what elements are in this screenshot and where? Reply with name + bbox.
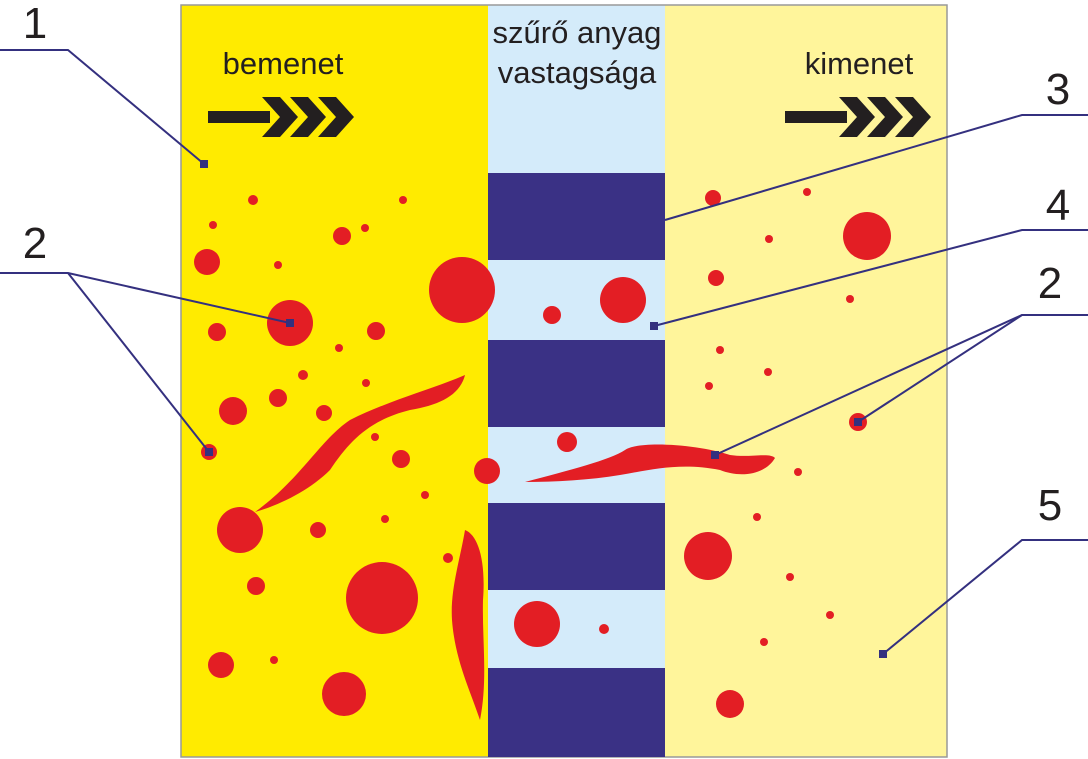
callout-3: 3	[664, 65, 1088, 221]
output-zone	[665, 5, 947, 757]
callout-number: 5	[1038, 481, 1062, 530]
filter-block	[488, 340, 665, 427]
callout-1: 1	[0, 0, 208, 168]
filter-label-line1: szűrő anyag	[493, 15, 662, 50]
callout-2-left: 2	[0, 219, 294, 456]
callout-2-right: 2	[711, 259, 1088, 459]
callout-5: 5	[879, 481, 1088, 658]
output-arrow-icon	[785, 97, 931, 137]
output-label: kimenet	[805, 46, 914, 81]
filter-blocks	[488, 173, 665, 757]
callout-4: 4	[650, 181, 1088, 330]
filter-block	[488, 173, 665, 260]
filter-block	[488, 668, 665, 757]
callout-number: 4	[1046, 181, 1070, 230]
callout-number: 3	[1046, 65, 1070, 114]
callout-number: 2	[1038, 259, 1062, 308]
input-label: bemenet	[223, 46, 344, 81]
filter-label-line2: vastagsága	[498, 55, 657, 90]
filter-block	[488, 503, 665, 590]
particles	[194, 188, 891, 720]
callout-number: 2	[23, 219, 47, 268]
callout-number: 1	[23, 0, 47, 48]
input-arrow-icon	[208, 97, 354, 137]
